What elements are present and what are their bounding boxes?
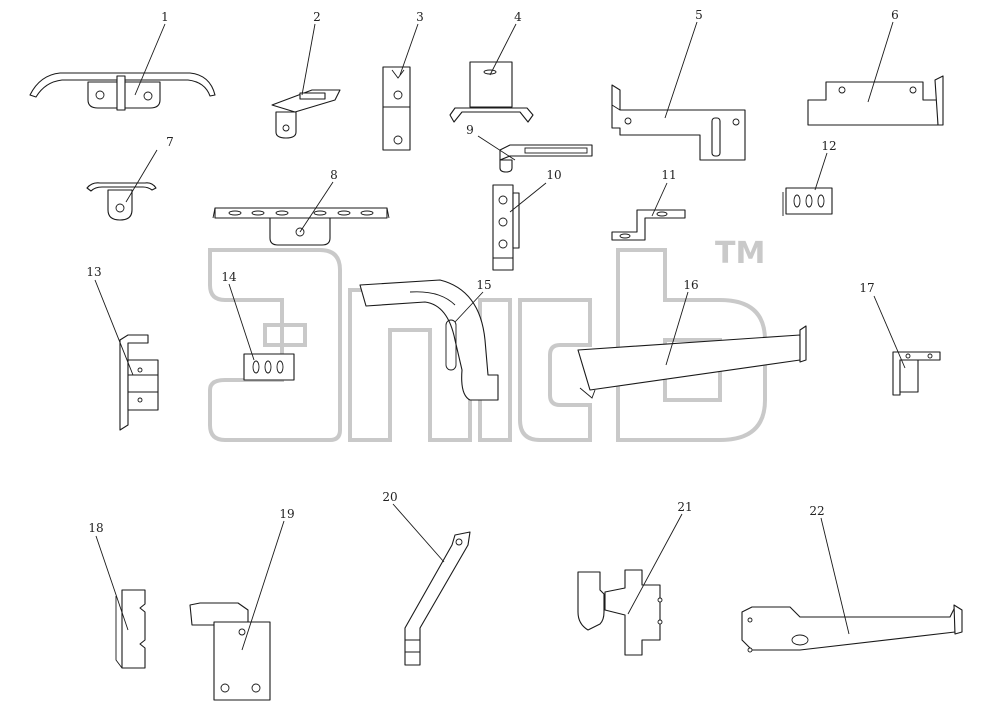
callout-15: 15 — [476, 278, 491, 292]
callout-20: 20 — [382, 490, 397, 504]
part-14 — [243, 353, 295, 381]
callout-22: 22 — [809, 504, 824, 518]
callout-18: 18 — [88, 521, 103, 535]
part-9 — [499, 144, 593, 173]
watermark-tm-text: TM — [715, 236, 765, 271]
part-15 — [359, 279, 499, 401]
callout-3: 3 — [416, 10, 424, 24]
part-12 — [782, 187, 833, 216]
callout-numbers: 1 2 3 4 5 6 7 8 9 10 11 12 13 14 15 16 1… — [86, 8, 898, 535]
watermark-logo: TM — [208, 236, 767, 442]
part-21 — [577, 569, 663, 656]
callout-10: 10 — [546, 168, 561, 182]
callout-14: 14 — [221, 270, 237, 284]
callout-4: 4 — [514, 10, 522, 24]
part-11 — [611, 209, 686, 241]
callout-17: 17 — [859, 281, 874, 295]
part-6 — [807, 75, 944, 126]
callout-19: 19 — [279, 507, 294, 521]
callout-12: 12 — [821, 139, 836, 153]
callout-5: 5 — [695, 8, 703, 22]
callout-6: 6 — [891, 8, 899, 22]
part-16 — [577, 325, 807, 399]
leader-lines — [94, 21, 906, 651]
callout-2: 2 — [313, 10, 321, 24]
part-3 — [382, 66, 411, 151]
callout-11: 11 — [661, 168, 676, 182]
part-8 — [212, 207, 390, 246]
callout-9: 9 — [466, 123, 474, 137]
part-7 — [86, 182, 157, 221]
part-19 — [189, 602, 271, 701]
callout-21: 21 — [677, 500, 692, 514]
part-22 — [741, 604, 963, 653]
callout-16: 16 — [683, 278, 698, 292]
part-10 — [492, 184, 520, 271]
part-13 — [119, 334, 159, 431]
part-18 — [115, 589, 146, 669]
callout-8: 8 — [330, 168, 338, 182]
part-5 — [611, 84, 746, 161]
callout-1: 1 — [161, 10, 169, 24]
part-4 — [449, 61, 534, 123]
part-20 — [404, 531, 471, 666]
callout-13: 13 — [86, 265, 101, 279]
part-17 — [892, 351, 941, 396]
part-2 — [271, 89, 341, 139]
part-1 — [29, 72, 216, 111]
callout-7: 7 — [166, 135, 174, 149]
